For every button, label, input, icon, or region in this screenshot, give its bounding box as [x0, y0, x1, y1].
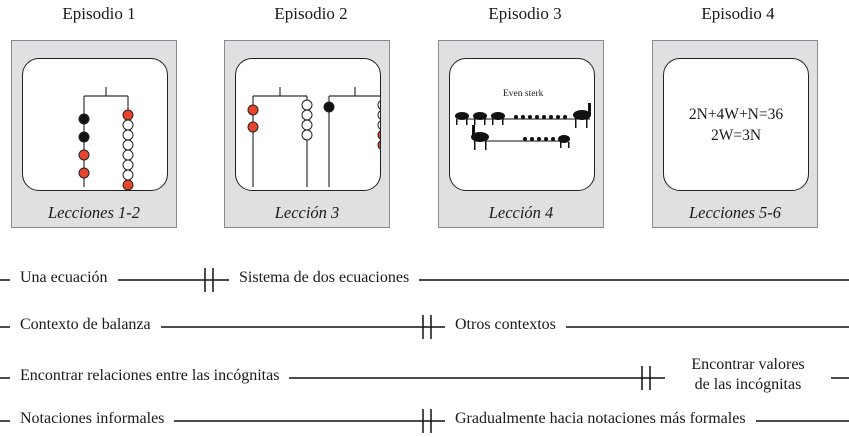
- timeline-2-left-label: Contexto de balanza: [10, 316, 161, 334]
- timeline-4-right-label: Gradualmente hacia notaciones más formal…: [445, 410, 756, 428]
- timeline-1-line: [0, 268, 849, 292]
- animal-trade-illustration: [455, 103, 591, 150]
- episode-2-panel: Lección 3: [224, 40, 390, 228]
- timeline-3-right-label: Encontrar valores de las incógnitas: [665, 355, 831, 395]
- chicken-icons: [514, 115, 567, 141]
- episode-1-caption: Lecciones 1-2: [47, 203, 141, 222]
- timeline-3-right-line1: Encontrar valores: [691, 356, 805, 373]
- timeline-3-right-line2: de las incógnitas: [694, 376, 802, 393]
- episode-4-panel: 2N+4W+N=36 2W=3N Lecciones 5-6: [652, 40, 818, 228]
- balance-card-2: [235, 58, 381, 191]
- episode-2-title: Episodio 2: [274, 4, 348, 23]
- equations-card: 2N+4W+N=36 2W=3N: [663, 58, 809, 191]
- timeline-2-right-label: Otros contextos: [445, 316, 566, 334]
- episode-4-caption: Lecciones 5-6: [688, 203, 782, 222]
- episode-3-caption: Lección 4: [488, 203, 554, 222]
- horse-icons: [471, 103, 591, 150]
- episode-1-title: Episodio 1: [62, 4, 136, 23]
- episode-3-title: Episodio 3: [488, 4, 562, 23]
- timeline-context: Contexto de balanza Otros contextos: [0, 313, 849, 343]
- trade-card: Even sterk: [449, 58, 595, 191]
- timeline-4-left-label: Notaciones informales: [10, 410, 175, 428]
- timeline-notation: Notaciones informales Gradualmente hacia…: [0, 407, 849, 437]
- sheep-icons: [455, 112, 505, 125]
- timeline-1-right-label: Sistema de dos ecuaciones: [229, 269, 420, 287]
- timeline-1-left-label: Una ecuación: [10, 269, 118, 287]
- balance-illustration-2: [247, 87, 380, 187]
- timeline-3-left-label: Encontrar relaciones entre las incógnita…: [10, 367, 290, 385]
- episode-4-title: Episodio 4: [701, 4, 775, 23]
- episode-3-panel: Even sterk: [438, 40, 604, 228]
- episode-1-panel: Lecciones 1-2: [11, 40, 177, 228]
- trade-label: Even sterk: [503, 89, 544, 99]
- equation-1: 2N+4W+N=36: [688, 106, 784, 123]
- balance-card-1: [22, 58, 168, 191]
- timeline-equations: Una ecuación Sistema de dos ecuaciones: [0, 266, 849, 296]
- balance-illustration-1: [78, 87, 134, 190]
- equation-2: 2W=3N: [710, 127, 762, 144]
- episode-2-caption: Lección 3: [274, 203, 340, 222]
